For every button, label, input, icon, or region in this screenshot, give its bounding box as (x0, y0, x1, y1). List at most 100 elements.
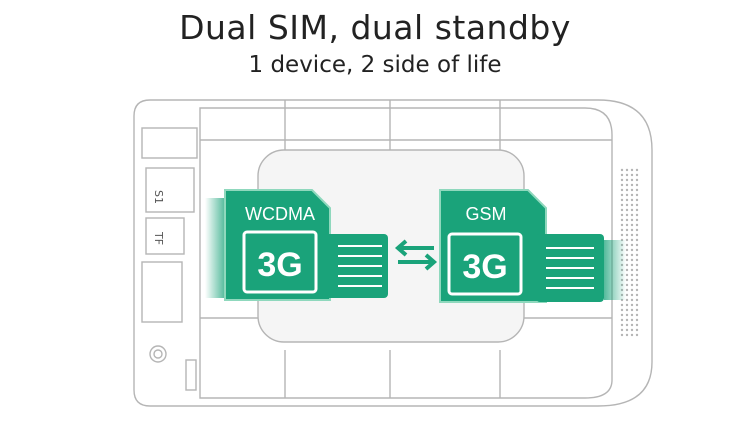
grille-dot (625, 268, 629, 272)
grille-dot (620, 198, 624, 202)
grille-dot (625, 183, 629, 187)
grille-dot (635, 288, 639, 292)
grille-dot (630, 213, 634, 217)
grille-dot (625, 323, 629, 327)
grille-dot (635, 313, 639, 317)
grille-dot (625, 263, 629, 267)
grille-dot (625, 278, 629, 282)
grille-dot (635, 318, 639, 322)
grille-dot (625, 313, 629, 317)
grille-dot (620, 218, 624, 222)
grille-dot (630, 193, 634, 197)
grille-dot (625, 328, 629, 332)
grille-dot (625, 293, 629, 297)
grille-dot (635, 298, 639, 302)
grille-dot (625, 233, 629, 237)
grille-dot (620, 308, 624, 312)
grille-dot (625, 248, 629, 252)
grille-dot (635, 238, 639, 242)
sim-card-wcdma: WCDMA 3G (205, 189, 388, 301)
grille-dot (625, 308, 629, 312)
grille-dot (635, 323, 639, 327)
grille-dot (630, 278, 634, 282)
headline: Dual SIM, dual standby (179, 8, 571, 47)
grille-dot (625, 258, 629, 262)
speaker-grille (620, 168, 639, 337)
grille-dot (635, 248, 639, 252)
slot2-label: TF (152, 231, 165, 245)
grille-dot (620, 233, 624, 237)
grille-dot (620, 168, 624, 172)
grille-dot (635, 263, 639, 267)
sim-right-network: GSM (465, 204, 506, 224)
grille-dot (630, 323, 634, 327)
grille-dot (620, 223, 624, 227)
grille-dot (625, 188, 629, 192)
grille-dot (635, 303, 639, 307)
sim-left-generation: 3G (257, 246, 302, 284)
grille-dot (625, 208, 629, 212)
grille-dot (630, 203, 634, 207)
grille-dot (635, 228, 639, 232)
grille-dot (625, 288, 629, 292)
grille-dot (620, 178, 624, 182)
grille-dot (625, 173, 629, 177)
grille-dot (625, 273, 629, 277)
exchange-arrows-icon (394, 239, 438, 271)
grille-dot (635, 178, 639, 182)
grille-dot (625, 203, 629, 207)
grille-dot (635, 293, 639, 297)
grille-dot (620, 323, 624, 327)
grille-dot (625, 283, 629, 287)
grille-dot (635, 258, 639, 262)
grille-dot (630, 228, 634, 232)
grille-dot (620, 208, 624, 212)
grille-dot (630, 303, 634, 307)
slot1-label: S1 (152, 190, 165, 204)
grille-dot (635, 253, 639, 257)
grille-dot (625, 243, 629, 247)
grille-dot (625, 218, 629, 222)
grille-dot (630, 233, 634, 237)
grille-dot (620, 303, 624, 307)
grille-dot (630, 263, 634, 267)
grille-dot (625, 303, 629, 307)
sim-left-network: WCDMA (245, 204, 315, 224)
grille-dot (625, 238, 629, 242)
grille-dot (630, 288, 634, 292)
grille-dot (630, 183, 634, 187)
grille-dot (630, 168, 634, 172)
grille-dot (625, 198, 629, 202)
grille-dot (620, 318, 624, 322)
grille-dot (630, 318, 634, 322)
grille-dot (630, 223, 634, 227)
grille-dot (630, 328, 634, 332)
grille-dot (620, 193, 624, 197)
grille-dot (630, 273, 634, 277)
grille-dot (635, 308, 639, 312)
grille-dot (630, 313, 634, 317)
grille-dot (625, 318, 629, 322)
grille-dot (630, 333, 634, 337)
grille-dot (625, 298, 629, 302)
grille-dot (630, 178, 634, 182)
grille-dot (635, 283, 639, 287)
grille-dot (630, 283, 634, 287)
grille-dot (635, 223, 639, 227)
grille-dot (625, 333, 629, 337)
grille-dot (625, 193, 629, 197)
grille-dot (620, 213, 624, 217)
grille-dot (635, 273, 639, 277)
grille-dot (620, 203, 624, 207)
grille-dot (630, 253, 634, 257)
grille-dot (635, 198, 639, 202)
subheadline: 1 device, 2 side of life (248, 52, 502, 78)
grille-dot (635, 278, 639, 282)
grille-dot (620, 183, 624, 187)
grille-dot (630, 243, 634, 247)
grille-dot (635, 188, 639, 192)
grille-dot (635, 193, 639, 197)
grille-dot (630, 238, 634, 242)
grille-dot (630, 198, 634, 202)
